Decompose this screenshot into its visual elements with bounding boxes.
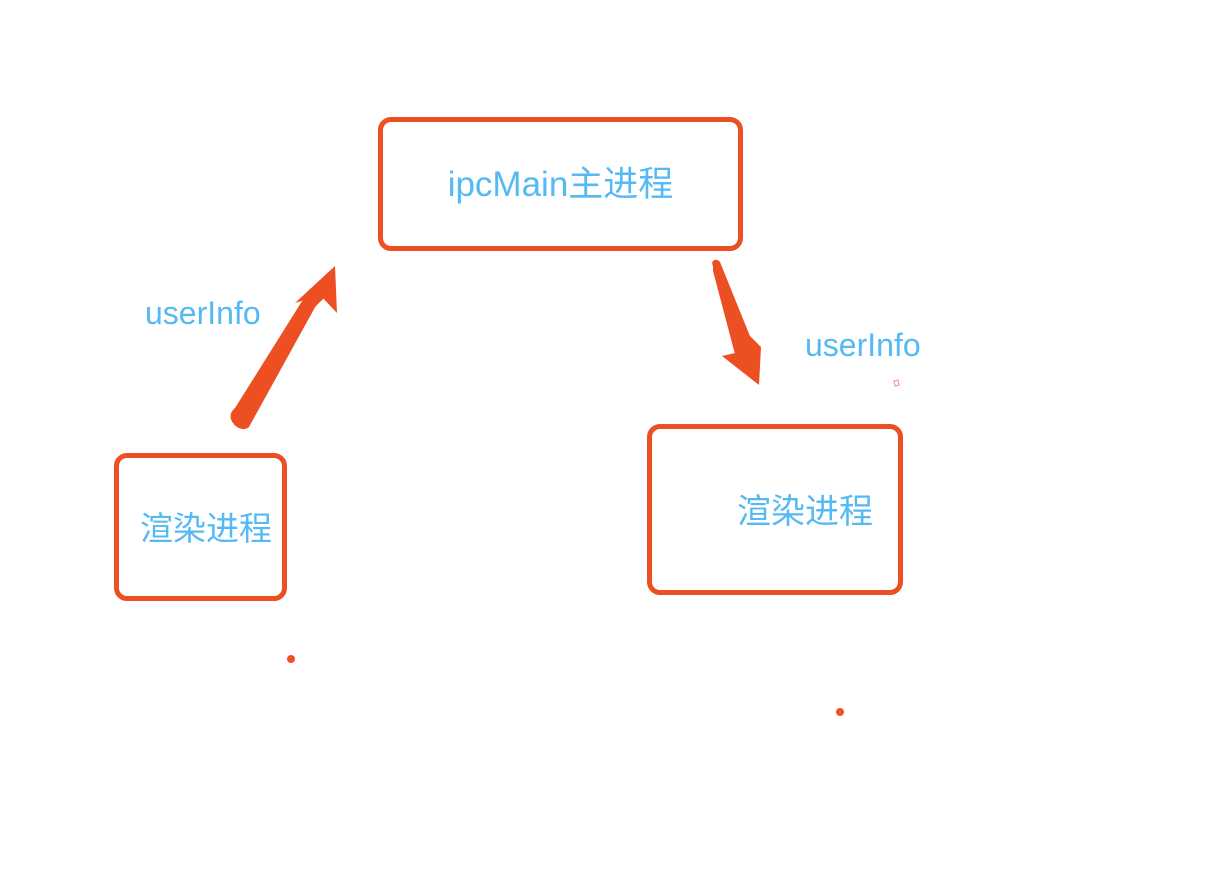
- node-renderer-left[interactable]: 渲染进程: [114, 453, 287, 601]
- edge-label-userinfo-right: userInfo: [805, 327, 921, 363]
- node-renderer-right[interactable]: 渲染进程: [647, 424, 903, 595]
- dot-mark-right: [836, 708, 844, 716]
- node-renderer-right-label: 渲染进程: [737, 493, 873, 531]
- dot-mark-left: [287, 655, 295, 663]
- node-renderer-left-label: 渲染进程: [140, 510, 272, 547]
- edge-label-userinfo-left: userInfo: [145, 295, 261, 331]
- arrow-down-right-icon: [712, 259, 761, 385]
- tick-mark-icon: [893, 379, 900, 387]
- node-main-process-label: ipcMain主进程: [447, 164, 674, 204]
- node-main-process[interactable]: ipcMain主进程: [378, 117, 743, 251]
- arrow-up-right-icon: [230, 266, 337, 430]
